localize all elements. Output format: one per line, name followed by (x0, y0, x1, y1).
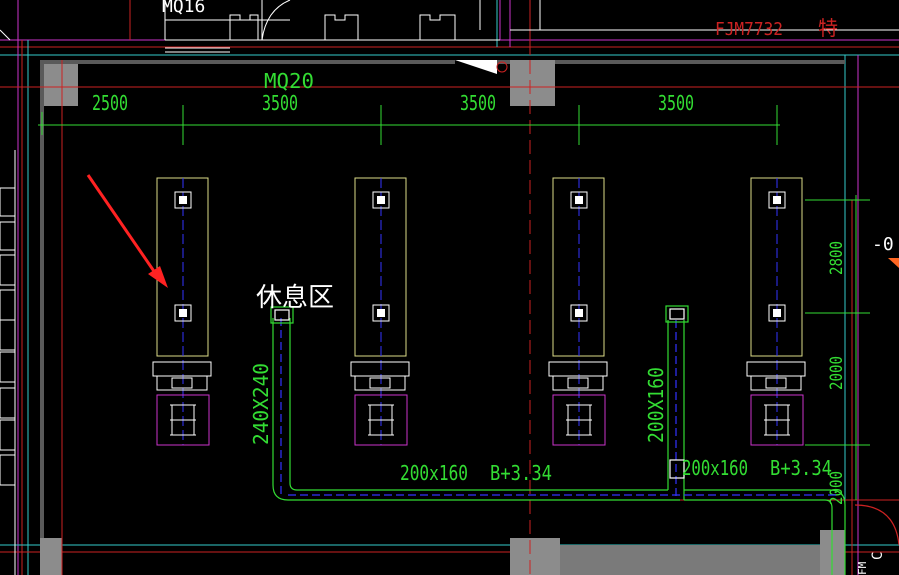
dimension-vertical-labels: 2800 2000 2000 (827, 241, 847, 505)
red-annotation-arrow[interactable] (86, 174, 168, 288)
duct-runs[interactable] (270, 305, 899, 575)
orange-marker (888, 258, 899, 268)
label-bottom-right-fm: FM (856, 561, 869, 575)
wall-columns (40, 60, 845, 575)
dimension-horizontal (38, 105, 780, 145)
label-mq16: MQ16 (162, 0, 205, 17)
left-wall-panels (0, 150, 16, 575)
dim-label-2000-2: 2000 (827, 471, 847, 505)
duct-label-200x160-vertical: 200X160 (644, 367, 668, 443)
dim-label-3500-2: 3500 (460, 91, 496, 115)
label-bottom-right-c: C (870, 552, 886, 560)
ac-unit-3[interactable] (548, 177, 608, 446)
dim-label-2800: 2800 (827, 241, 847, 275)
ac-unit-2[interactable] (350, 177, 410, 446)
window-marker (455, 60, 508, 74)
top-wall-notches (165, 14, 456, 53)
duct-label-200x160-1: 200x160 (400, 461, 468, 485)
label-mq20: MQ20 (264, 69, 314, 93)
ac-unit-1[interactable] (152, 177, 212, 446)
dim-label-3500-3: 3500 (658, 91, 694, 115)
ac-unit-4[interactable] (746, 177, 806, 446)
duct-elevation-2: B+3.34 (770, 456, 832, 480)
dim-label-2500: 2500 (92, 91, 128, 115)
label-fjm7732: FJM7732 (715, 19, 783, 40)
duct-label-200x160-2: 200x160 (682, 456, 748, 480)
duct-elevation-1: B+3.34 (490, 461, 552, 485)
dim-label-3500-1: 3500 (262, 91, 298, 115)
duct-labels: 240X240 200X160 200x160 B+3.34 200x160 B… (249, 363, 832, 485)
duct-label-240x240: 240X240 (249, 363, 273, 445)
label-rest-area: 休息区 (256, 283, 334, 313)
label-right-fragment: -0 (872, 234, 894, 255)
dimension-horizontal-labels: 2500 3500 3500 3500 (92, 91, 694, 115)
room-labels: MQ16 FJM7732 特 MQ20 休息区 -0 C FM (162, 0, 894, 575)
dimension-vertical (805, 195, 870, 500)
label-special-char: 特 (818, 16, 838, 40)
dim-label-2000-1: 2000 (827, 356, 847, 390)
